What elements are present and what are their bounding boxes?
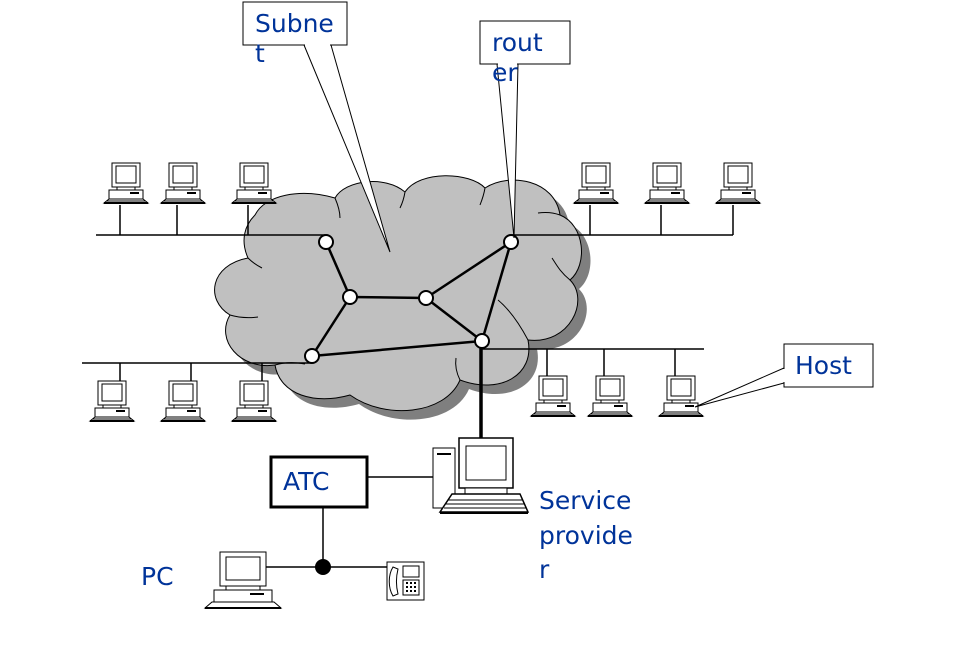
lan-top-right xyxy=(512,205,734,236)
router-node xyxy=(418,290,434,306)
telephone-icon xyxy=(386,561,425,601)
subnet-label: Subne t xyxy=(255,9,342,68)
pc-computer-icon xyxy=(203,551,283,609)
router-label: rout er xyxy=(492,28,551,87)
atc-label: ATC xyxy=(283,467,329,496)
router-node xyxy=(503,234,519,250)
desktop-computer-icon xyxy=(160,162,206,204)
junction-node xyxy=(315,559,331,575)
desktop-computer-icon xyxy=(573,162,619,204)
subnet-callout: Subne t xyxy=(242,1,391,253)
router-node xyxy=(342,289,358,305)
desktop-computer-icon xyxy=(715,162,761,204)
desktop-computer-icon xyxy=(587,375,633,417)
desktop-computer-icon xyxy=(231,380,277,422)
host-label: Host xyxy=(795,351,852,380)
router-node xyxy=(318,234,334,250)
router-callout: rout er xyxy=(479,20,571,239)
desktop-computer-icon xyxy=(103,162,149,204)
desktop-computer-icon xyxy=(530,375,576,417)
router-node xyxy=(474,333,490,349)
routers xyxy=(304,234,519,364)
atc-box xyxy=(269,455,369,509)
lan-top-left xyxy=(96,205,325,236)
desktop-computer-icon xyxy=(644,162,690,204)
service-provider-label: Service provide r xyxy=(539,486,641,584)
router-node xyxy=(304,348,320,364)
lan-bottom-right xyxy=(482,348,704,380)
desktop-computer-icon xyxy=(160,380,206,422)
service-provider-computer-icon xyxy=(432,437,530,514)
desktop-computer-icon xyxy=(231,162,277,204)
cloud-contours xyxy=(229,187,571,381)
desktop-computer-icon xyxy=(89,380,135,422)
pc-label: PC xyxy=(141,562,174,591)
host-callout: Host xyxy=(694,343,874,408)
desktop-computer-icon xyxy=(658,375,704,417)
router-links xyxy=(310,240,513,440)
